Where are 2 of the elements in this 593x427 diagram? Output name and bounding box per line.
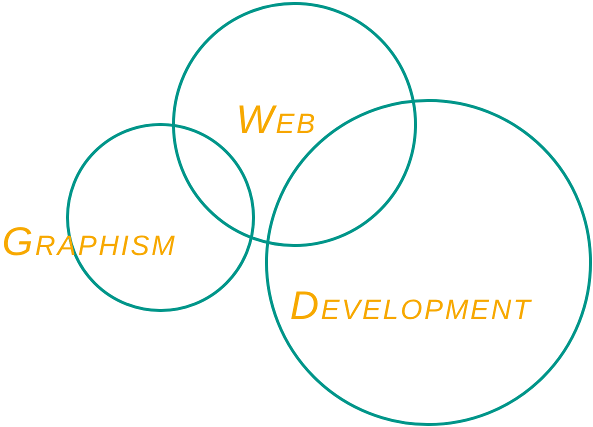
circle-label: Web: [236, 100, 318, 140]
circle-label: Development: [290, 286, 532, 326]
